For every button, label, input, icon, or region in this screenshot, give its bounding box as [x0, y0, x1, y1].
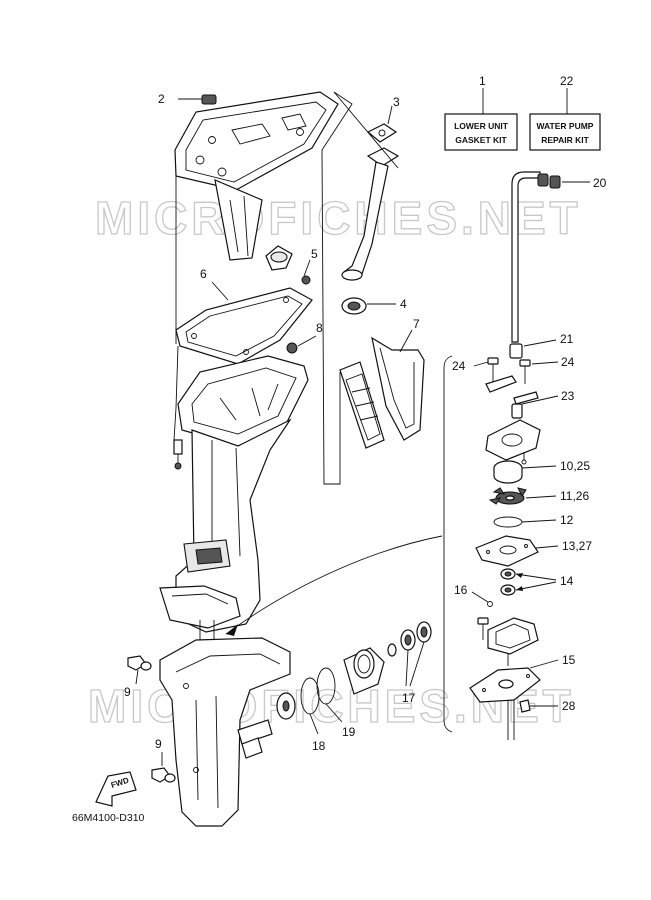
water-tube-right	[511, 171, 590, 343]
callout-10-25: 10,25	[560, 459, 590, 473]
kit-pump-line2: REPAIR KIT	[541, 135, 589, 145]
part-6-gasket	[175, 281, 313, 365]
watermark-top: MICROFICHES.NET	[95, 192, 582, 244]
callout-5: 5	[311, 247, 318, 261]
callout-1: 1	[479, 74, 486, 88]
part-24-bolts	[473, 357, 559, 405]
callout-12: 12	[560, 513, 574, 527]
callout-21: 21	[560, 332, 574, 346]
part-8-plug	[286, 335, 317, 354]
assembly-lines	[173, 91, 399, 485]
callout-19: 19	[342, 725, 356, 739]
group-bracket	[443, 355, 453, 733]
part-3-water-tube	[341, 105, 400, 281]
lower-unit	[159, 620, 291, 827]
part-9-screws	[127, 655, 176, 783]
part-12-ring	[493, 516, 557, 528]
kit-pump-line1: WATER PUMP	[537, 121, 594, 131]
fwd-arrow: FWD	[95, 771, 137, 807]
part-17-seals	[387, 621, 432, 687]
part-21-grommet	[509, 339, 557, 359]
callout-28: 28	[562, 699, 576, 713]
callout-4: 4	[400, 297, 407, 311]
kit-box-water-pump: WATER PUMP REPAIR KIT	[529, 88, 601, 151]
callout-18: 18	[312, 739, 326, 753]
part-23-grommet	[511, 395, 559, 419]
part-7-damper	[339, 329, 425, 449]
callout-2: 2	[158, 92, 165, 106]
callout-22: 22	[560, 74, 574, 88]
callout-8: 8	[316, 321, 323, 335]
part-14-bushings	[500, 568, 557, 596]
callout-9-upper: 9	[124, 685, 131, 699]
part-4-seal	[341, 297, 396, 315]
part-10-25-insert	[493, 460, 557, 484]
part-15-plate	[469, 659, 559, 703]
callout-24-left: 24	[452, 359, 466, 373]
diagram-code: 66M4100-D310	[72, 812, 145, 824]
callout-15: 15	[562, 653, 576, 667]
kit-lower-line1: LOWER UNIT	[454, 121, 509, 131]
callout-20: 20	[593, 176, 607, 190]
part-5-grommet	[265, 245, 311, 285]
callout-17: 17	[402, 691, 416, 705]
callout-11-26: 11,26	[560, 489, 589, 503]
kit-box-lower-unit: LOWER UNIT GASKET KIT	[444, 88, 518, 151]
part-13-27-plate	[475, 535, 559, 567]
lower-pump-body	[477, 617, 539, 655]
bearing-housing	[343, 647, 385, 695]
upper-casing	[159, 355, 309, 633]
upper-cover-plate	[174, 91, 339, 261]
pump-leader-arrowhead	[226, 624, 238, 636]
callout-23: 23	[561, 389, 575, 403]
callout-6: 6	[200, 267, 207, 281]
part-11-26-impeller	[488, 487, 557, 505]
callout-24-right: 24	[561, 355, 575, 369]
kit-lower-line2: GASKET KIT	[455, 135, 507, 145]
callout-3: 3	[393, 95, 400, 109]
callout-14: 14	[560, 574, 574, 588]
part-28-key	[519, 699, 558, 713]
callout-9-lower: 9	[155, 737, 162, 751]
part-18-19-rings	[276, 667, 343, 735]
drive-shaft	[507, 654, 515, 740]
part-2-nut	[178, 94, 217, 105]
pump-housing	[485, 419, 541, 465]
callout-16: 16	[454, 583, 468, 597]
pump-group-leader	[225, 535, 443, 635]
part-16-pin	[471, 591, 493, 607]
callout-7: 7	[413, 317, 420, 331]
callout-13-27: 13,27	[562, 539, 592, 553]
